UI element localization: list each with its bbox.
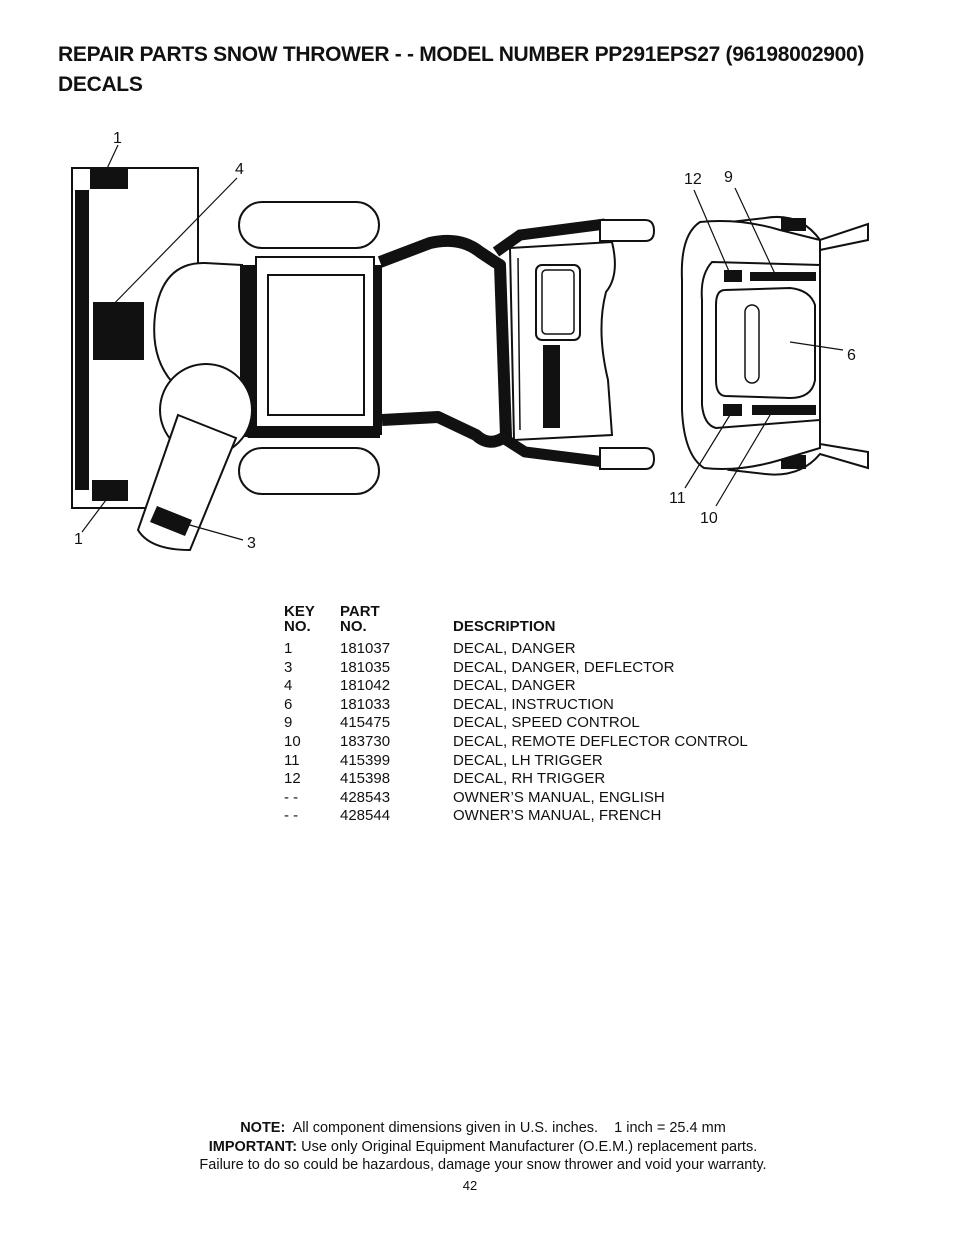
callout-key-4: 4 <box>235 161 244 178</box>
page-title: REPAIR PARTS SNOW THROWER - - MODEL NUMB… <box>58 40 938 100</box>
table-row: 3 181035 DECAL, DANGER, DEFLECTOR <box>284 659 748 678</box>
description-cell: DECAL, LH TRIGGER <box>453 751 603 769</box>
page-number: 42 <box>462 1178 478 1193</box>
wheel-top <box>238 201 380 249</box>
description-cell: OWNER’S MANUAL, ENGLISH <box>453 788 665 806</box>
callout-key-9: 9 <box>724 169 733 186</box>
callout-key-12: 12 <box>684 171 702 188</box>
part-no-cell: 428544 <box>340 807 391 825</box>
key-no-cell: 3 <box>284 658 293 676</box>
table-row: 1 181037 DECAL, DANGER <box>284 640 748 659</box>
part-no-cell: 415475 <box>340 714 391 732</box>
table-row: 4 181042 DECAL, DANGER <box>284 677 748 696</box>
description-cell: DECAL, DANGER <box>453 677 576 695</box>
decal-key-12 <box>724 270 742 282</box>
decal-key-10 <box>752 405 816 415</box>
callout-key-1-top: 1 <box>113 130 122 147</box>
footer-important: IMPORTANT: Use only Original Equipment M… <box>208 1138 758 1155</box>
description-cell: OWNER’S MANUAL, FRENCH <box>453 807 662 825</box>
description-cell: DECAL, DANGER <box>453 640 576 657</box>
key-no-cell: - - <box>284 788 299 806</box>
wheel-bottom <box>238 447 380 495</box>
decal-key-1-bottom <box>92 480 128 501</box>
description-cell: DECAL, RH TRIGGER <box>453 770 606 788</box>
decals-diagram: 1 4 1 3 12 9 6 11 10 <box>71 130 869 552</box>
callout-key-6: 6 <box>847 347 856 364</box>
part-no-cell: 428543 <box>340 788 391 806</box>
title-line-2: DECALS <box>58 73 143 96</box>
table-row: 6 181033 DECAL, INSTRUCTION <box>284 696 748 715</box>
title-line-1: REPAIR PARTS SNOW THROWER - - MODEL NUMB… <box>58 43 865 66</box>
footer-notes: NOTE: All component dimensions given in … <box>0 1119 954 1175</box>
part-no-cell: 415399 <box>340 751 391 769</box>
footer-note: NOTE: All component dimensions given in … <box>240 1120 726 1136</box>
decal-key-3 <box>150 506 192 536</box>
decal-key-4 <box>93 302 144 360</box>
key-no-cell: 4 <box>284 677 293 695</box>
table-row: 10 183730 DECAL, REMOTE DEFLECTOR CONTROL <box>284 733 748 752</box>
header-description: DESCRIPTION <box>453 618 556 635</box>
key-no-cell: 11 <box>284 751 300 769</box>
table-row: 12 415398 DECAL, RH TRIGGER <box>284 770 748 789</box>
part-no-cell: 181042 <box>340 677 391 695</box>
table-row: - - 428543 OWNER’S MANUAL, ENGLISH <box>284 789 748 808</box>
table-row: - - 428544 OWNER’S MANUAL, FRENCH <box>284 807 748 826</box>
footer-warning: Failure to do so could be hazardous, dam… <box>199 1157 767 1174</box>
operator-panel <box>680 216 869 476</box>
key-no-cell: 9 <box>284 714 293 732</box>
engine-shroud <box>153 256 382 438</box>
part-no-cell: 181037 <box>340 640 391 657</box>
leader-lines <box>81 144 844 541</box>
key-no-cell: 10 <box>284 732 301 750</box>
table-row: 11 415399 DECAL, LH TRIGGER <box>284 752 748 771</box>
part-no-cell: 181035 <box>340 658 391 676</box>
decal-key-9 <box>750 272 816 281</box>
part-no-cell: 181033 <box>340 695 391 713</box>
part-no-cell: 415398 <box>340 770 391 788</box>
description-cell: DECAL, DANGER, DEFLECTOR <box>453 658 675 676</box>
key-no-cell: 1 <box>284 640 293 657</box>
table-row: 9 415475 DECAL, SPEED CONTROL <box>284 714 748 733</box>
callout-key-11: 11 <box>669 490 686 507</box>
decal-key-1-top <box>90 169 128 189</box>
part-no-cell: 183730 <box>340 732 391 750</box>
description-cell: DECAL, INSTRUCTION <box>453 695 614 713</box>
callout-key-3: 3 <box>247 535 256 552</box>
callout-key-1-bottom: 1 <box>74 531 83 548</box>
key-no-cell: 6 <box>284 695 293 713</box>
description-cell: DECAL, SPEED CONTROL <box>453 714 640 732</box>
description-cell: DECAL, REMOTE DEFLECTOR CONTROL <box>453 732 748 750</box>
callout-key-10: 10 <box>700 510 718 527</box>
key-no-cell: - - <box>284 807 299 825</box>
handle-frame <box>377 218 656 470</box>
key-no-cell: 12 <box>284 770 301 788</box>
